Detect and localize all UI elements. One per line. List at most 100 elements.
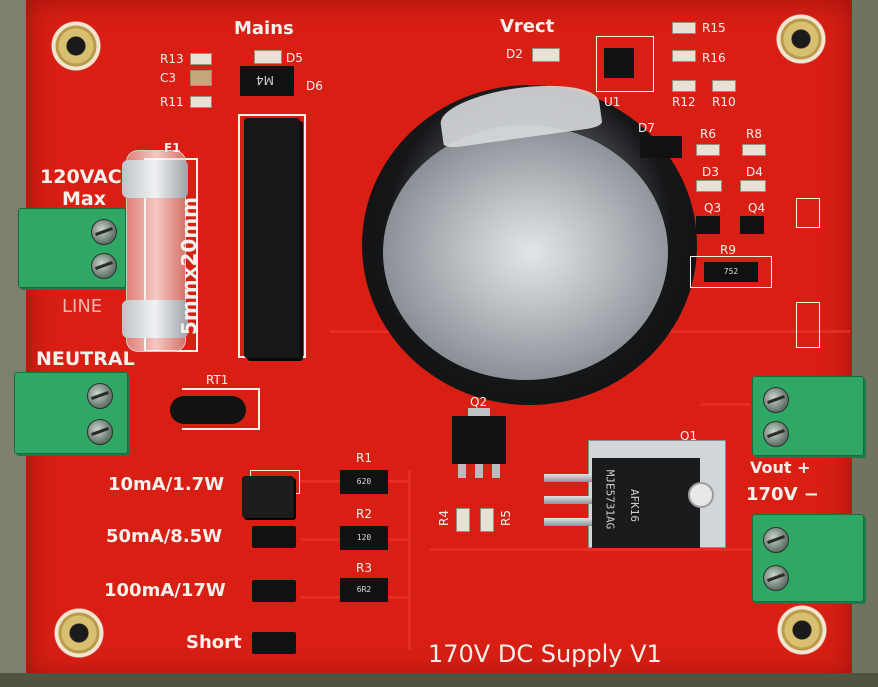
capacitor-c3 bbox=[190, 70, 212, 86]
rt1-outline bbox=[182, 388, 260, 430]
resistor-r6 bbox=[696, 144, 720, 156]
terminal-screw bbox=[763, 387, 789, 413]
ref-r16: R16 bbox=[702, 51, 726, 65]
q1-code-marking: AFK16 bbox=[628, 488, 642, 523]
neutral-label: NEUTRAL bbox=[36, 348, 135, 370]
fuse-cap-bottom bbox=[122, 300, 188, 338]
trace bbox=[700, 403, 750, 406]
ref-q4: Q4 bbox=[748, 201, 766, 215]
terminal-screw bbox=[91, 253, 117, 279]
resistor-r8 bbox=[742, 144, 766, 156]
fuse-cap-top bbox=[122, 160, 188, 198]
header-50ma[interactable] bbox=[252, 526, 296, 548]
background-table-bottom bbox=[0, 673, 878, 687]
diode-d6 bbox=[240, 66, 294, 96]
ref-q2: Q2 bbox=[470, 395, 488, 409]
background-table-left bbox=[0, 0, 30, 687]
mounting-hole-bottom-right bbox=[777, 605, 827, 655]
resistor-r9 bbox=[704, 262, 758, 282]
ref-d3: D3 bbox=[702, 165, 719, 179]
ref-d2: D2 bbox=[506, 47, 523, 61]
line-label: LINE bbox=[62, 296, 103, 317]
header-100ma[interactable] bbox=[252, 580, 296, 602]
input-voltage-label: 120VAC bbox=[40, 166, 122, 188]
diode-d3 bbox=[696, 180, 722, 192]
ref-r12: R12 bbox=[672, 95, 696, 109]
resistor-r5 bbox=[480, 508, 494, 532]
resistor-r15 bbox=[672, 22, 696, 34]
mains-label: Mains bbox=[234, 18, 294, 39]
vrect-label: Vrect bbox=[500, 16, 555, 37]
fuse-size-label: 5mmx20mm bbox=[177, 196, 202, 336]
resistor-r1 bbox=[340, 470, 388, 494]
ref-r3: R3 bbox=[356, 561, 372, 575]
mounting-hole-top-left bbox=[51, 21, 101, 71]
resistor-r11 bbox=[190, 96, 212, 108]
diode-d5 bbox=[254, 50, 282, 64]
ref-u1: U1 bbox=[604, 95, 621, 109]
load-label-10ma: 10mA/1.7W bbox=[108, 474, 225, 495]
terminal-screw bbox=[763, 421, 789, 447]
resistor-r13 bbox=[190, 53, 212, 65]
input-max-label: Max bbox=[62, 188, 106, 210]
vout-voltage-label: 170V − bbox=[746, 484, 819, 505]
r1-code: 620 bbox=[356, 477, 372, 486]
q1-lead bbox=[544, 474, 592, 482]
ref-r10: R10 bbox=[712, 95, 736, 109]
bridge-rectifier bbox=[244, 118, 300, 358]
q2-lead bbox=[458, 464, 466, 478]
terminal-screw bbox=[91, 219, 117, 245]
transistor-q4 bbox=[740, 216, 764, 234]
terminal-screw bbox=[87, 383, 113, 409]
r2-code: 120 bbox=[356, 533, 372, 542]
transistor-q1 bbox=[592, 458, 700, 548]
mounting-hole-bottom-left bbox=[54, 608, 104, 658]
ref-r8: R8 bbox=[746, 127, 762, 141]
terminal-screw bbox=[87, 419, 113, 445]
q1-part-marking: MJE5731AG bbox=[603, 469, 617, 530]
transistor-q3 bbox=[696, 216, 720, 234]
ref-r6: R6 bbox=[700, 127, 716, 141]
q1-lead bbox=[544, 496, 592, 504]
ic-u1 bbox=[604, 48, 634, 78]
terminal-screw bbox=[763, 565, 789, 591]
ref-q1: Q1 bbox=[680, 429, 698, 443]
vout-terminal-block-lower bbox=[752, 514, 864, 602]
q2-lead bbox=[492, 464, 500, 478]
q1-lead bbox=[544, 518, 592, 526]
r9-code: 752 bbox=[723, 267, 739, 276]
ref-d5: D5 bbox=[286, 51, 303, 65]
q2-tab bbox=[468, 408, 490, 418]
resistor-r3 bbox=[340, 578, 388, 602]
trace bbox=[408, 470, 411, 650]
connector-j-lower bbox=[796, 302, 820, 348]
vout-terminal-block-upper bbox=[752, 376, 864, 456]
ref-d4: D4 bbox=[746, 165, 763, 179]
resistor-r10 bbox=[712, 80, 736, 92]
q2-lead bbox=[475, 464, 483, 478]
ref-r4: R4 bbox=[436, 510, 451, 526]
ref-r15: R15 bbox=[702, 21, 726, 35]
ntc-thermistor bbox=[170, 396, 246, 424]
r3-code: 6R2 bbox=[356, 585, 372, 594]
capacitor-top bbox=[383, 125, 668, 380]
line-terminal-block bbox=[18, 208, 126, 288]
connector-j-upper bbox=[796, 198, 820, 228]
transistor-q2 bbox=[452, 416, 506, 464]
load-label-100ma: 100mA/17W bbox=[104, 580, 226, 601]
header-short[interactable] bbox=[252, 632, 296, 654]
r9-outline bbox=[690, 256, 772, 288]
ref-r13: R13 bbox=[160, 52, 184, 66]
resistor-r16 bbox=[672, 50, 696, 62]
ref-r1: R1 bbox=[356, 451, 372, 465]
diode-d2 bbox=[532, 48, 560, 62]
fuse-ref: F1 bbox=[164, 141, 181, 155]
u1-outline bbox=[596, 36, 654, 92]
ref-c3: C3 bbox=[160, 71, 177, 85]
terminal-screw bbox=[763, 527, 789, 553]
ref-r2: R2 bbox=[356, 507, 372, 521]
jumper-shunt[interactable] bbox=[242, 476, 294, 518]
neutral-terminal-block bbox=[14, 372, 128, 454]
vout-label: Vout + bbox=[750, 458, 811, 477]
